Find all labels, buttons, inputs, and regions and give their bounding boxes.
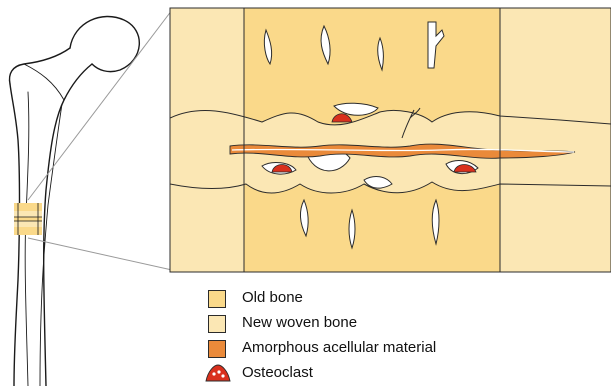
femur-fracture-band	[14, 203, 42, 235]
legend-label-old-bone: Old bone	[242, 289, 303, 306]
amorphous-material-swatch	[208, 340, 226, 358]
femur-head	[70, 16, 139, 71]
legend-label-new-woven-bone: New woven bone	[242, 314, 357, 331]
new-woven-bone-swatch	[208, 315, 226, 333]
zoomed-inset	[170, 8, 611, 272]
old-bone-swatch	[208, 290, 226, 308]
legend-label-osteoclast: Osteoclast	[242, 364, 313, 381]
femur-medial-edge	[44, 64, 92, 386]
femur-inner-line-1	[25, 92, 29, 386]
femur-neck-upper	[10, 48, 70, 84]
legend-label-amorphous-material: Amorphous acellular material	[242, 339, 436, 356]
zoom-lines	[28, 10, 172, 270]
femur-outline	[10, 16, 140, 386]
osteoclast-icon	[204, 363, 232, 383]
femur-neck-line	[24, 64, 64, 100]
